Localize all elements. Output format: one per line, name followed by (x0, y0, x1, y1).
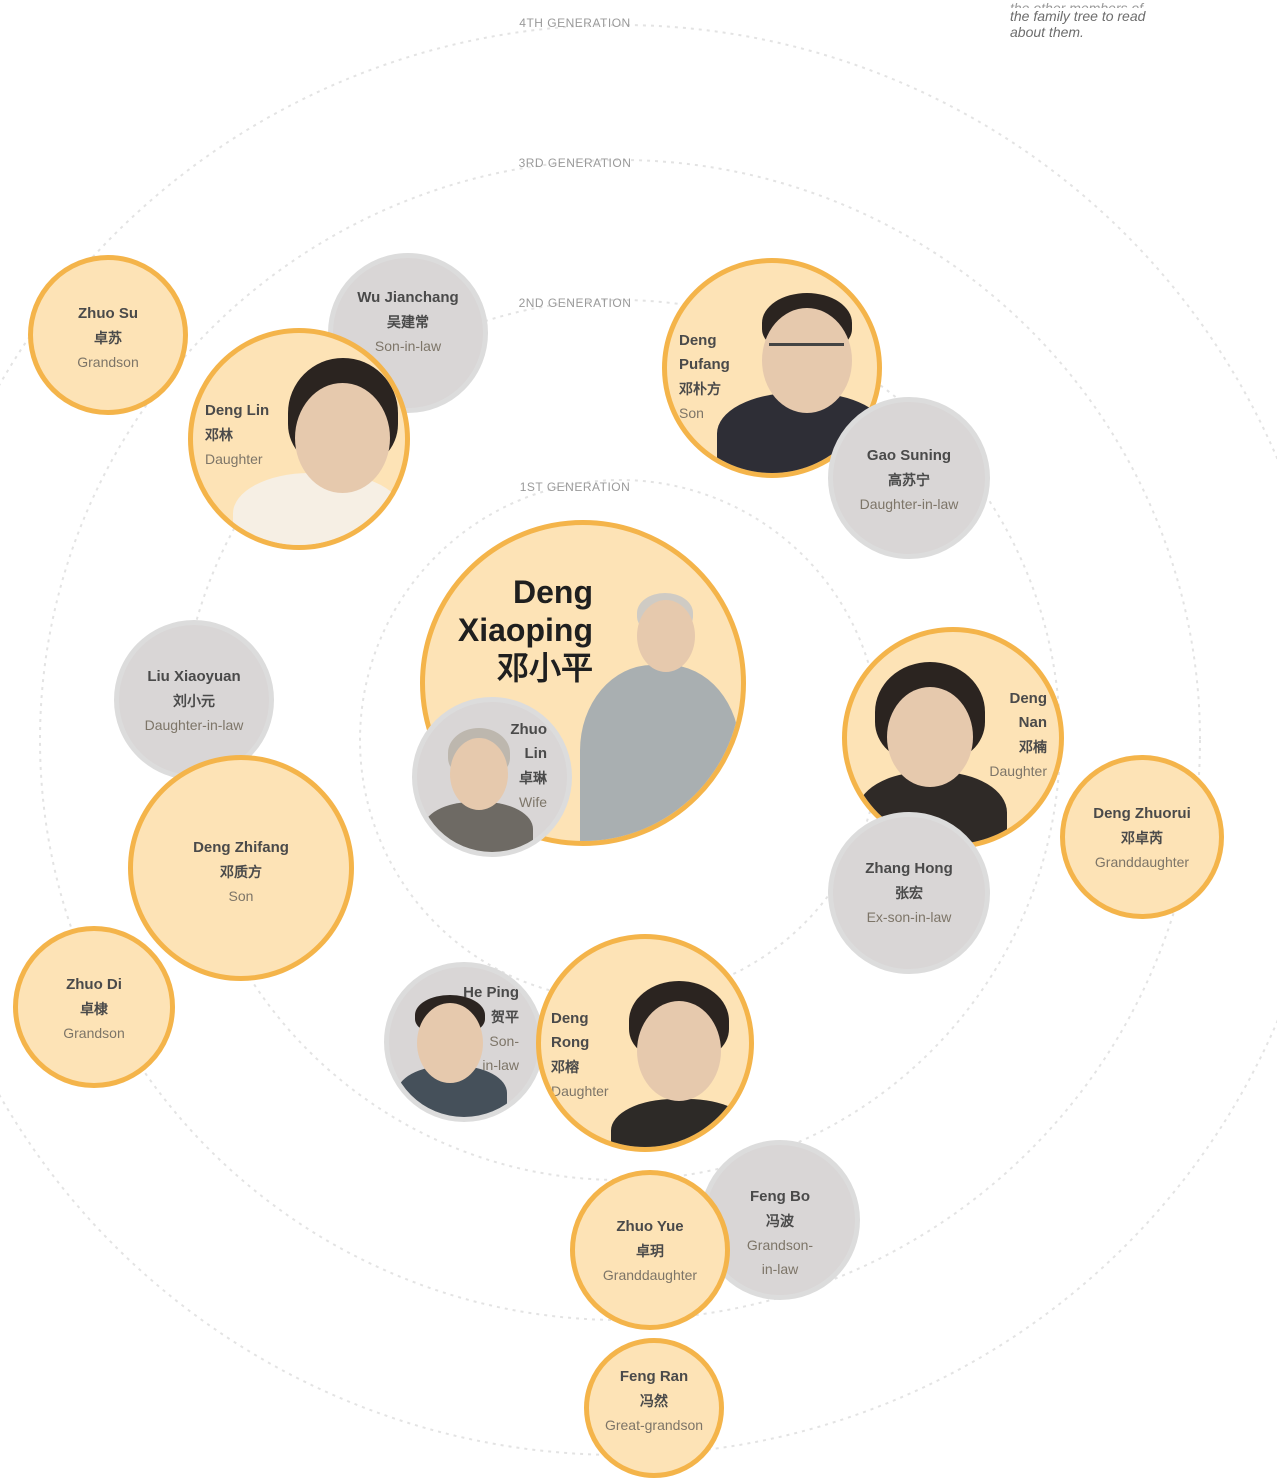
chinese-name: 邓小平 (496, 650, 593, 686)
node-zhuo-su[interactable]: Zhuo Su 卓苏 Grandson (28, 255, 188, 415)
chinese-name: 冯波 (766, 1213, 794, 1229)
relation: Grandson (77, 354, 139, 370)
relation: Grandson (63, 1025, 125, 1041)
name: Wu Jianchang (357, 289, 459, 306)
node-zhuo-yue[interactable]: Zhuo Yue 卓玥 Granddaughter (570, 1170, 730, 1330)
chinese-name: 张宏 (895, 885, 923, 901)
label-1st-generation: 1ST GENERATION (519, 480, 631, 494)
relation: Great-grandson (604, 1417, 704, 1433)
name: Zhang Hong (865, 860, 953, 877)
relation: Son (679, 405, 704, 421)
relation: Son (228, 888, 254, 904)
node-zhang-hong[interactable]: Zhang Hong 张宏 Ex-son-in-law (828, 812, 990, 974)
relation-line-1: Grandson- (746, 1237, 814, 1253)
relation-line-1: Son- (489, 1033, 519, 1049)
photo-deng-xiaoping (575, 585, 741, 841)
node-he-ping[interactable]: He Ping 贺平 Son- in-law (384, 962, 544, 1122)
name-line-2: Nan (1018, 714, 1047, 731)
relation: Granddaughter (1094, 854, 1190, 870)
name-line-2: Pufang (679, 356, 730, 373)
node-deng-xiaoping[interactable]: Deng Xiaoping 邓小平 (420, 520, 746, 846)
name: Deng Lin (205, 402, 270, 419)
relation: Ex-son-in-law (866, 909, 952, 925)
chinese-name: 冯然 (640, 1393, 668, 1409)
ring-3rd-generation (39, 159, 1201, 1321)
chinese-name: 卓棣 (80, 1001, 108, 1017)
name-line-1: Zhuo (510, 721, 547, 738)
chinese-name: 刘小元 (173, 693, 215, 709)
photo-deng-rong (611, 979, 749, 1147)
photo-deng-lin (233, 353, 405, 545)
relation: Daughter (989, 763, 1047, 779)
relation: Granddaughter (602, 1267, 698, 1283)
name: Zhuo Su (78, 305, 138, 322)
intro-line-3: about them. (1010, 24, 1084, 40)
chinese-name: 贺平 (491, 1009, 519, 1025)
relation: Wife (519, 794, 547, 810)
relation: Daughter-in-law (859, 496, 959, 512)
relation: Son-in-law (374, 338, 442, 354)
chinese-name: 卓琳 (519, 770, 547, 786)
chinese-name: 卓苏 (94, 330, 122, 346)
chinese-name: 邓卓芮 (1121, 830, 1163, 846)
intro-line-1: the other members of (1010, 0, 1144, 8)
name-line-1: Deng (513, 574, 593, 610)
name-line-2: Xiaoping (457, 612, 593, 648)
relation: Daughter-in-law (144, 717, 244, 733)
label-4th-generation: 4TH GENERATION (519, 16, 631, 30)
relation-line-2: in-law (761, 1261, 799, 1277)
chinese-name: 高苏宁 (888, 472, 930, 488)
name: Liu Xiaoyuan (147, 668, 241, 685)
name: Deng Zhuorui (1093, 805, 1191, 822)
name: Feng Ran (619, 1368, 689, 1385)
name: He Ping (463, 984, 519, 1001)
name: Gao Suning (866, 447, 952, 464)
name: Zhuo Di (66, 976, 122, 993)
node-deng-nan[interactable]: Deng Nan 邓楠 Daughter (842, 627, 1064, 849)
name: Deng Zhifang (193, 839, 289, 856)
intro-text: the other members of the family tree to … (1010, 0, 1260, 40)
chinese-name: 邓质方 (220, 864, 262, 880)
chinese-name: 邓榕 (551, 1059, 579, 1075)
name: Feng Bo (750, 1188, 810, 1205)
node-deng-rong[interactable]: Deng Rong 邓榕 Daughter (536, 934, 754, 1152)
ring-4th-generation (0, 24, 1277, 1456)
name: Zhuo Yue (616, 1218, 684, 1235)
photo-he-ping (397, 991, 507, 1117)
node-deng-zhifang[interactable]: Deng Zhifang 邓质方 Son (128, 755, 354, 981)
label-3rd-generation: 3RD GENERATION (518, 156, 632, 170)
node-zhuo-di[interactable]: Zhuo Di 卓棣 Grandson (13, 926, 175, 1088)
name-line-1: Deng (551, 1010, 589, 1027)
chinese-name: 邓朴方 (679, 381, 721, 397)
intro-line-2: the family tree to read (1010, 8, 1146, 24)
photo-deng-pufang (717, 288, 877, 473)
photo-zhuo-lin (423, 724, 533, 852)
relation: Daughter (551, 1083, 609, 1099)
chinese-name: 卓玥 (636, 1243, 664, 1259)
name-line-2: Rong (551, 1034, 590, 1051)
node-deng-zhuorui[interactable]: Deng Zhuorui 邓卓芮 Granddaughter (1060, 755, 1224, 919)
name-line-1: Deng (679, 332, 717, 349)
relation-line-2: in-law (482, 1057, 519, 1073)
relation: Daughter (205, 451, 263, 467)
chinese-name: 邓楠 (1019, 739, 1047, 755)
name-line-1: Deng (1009, 690, 1048, 707)
name-line-2: Lin (524, 745, 548, 762)
chinese-name: 吴建常 (387, 314, 429, 330)
label-2nd-generation: 2ND GENERATION (518, 296, 632, 310)
node-deng-lin[interactable]: Deng Lin 邓林 Daughter (188, 328, 410, 550)
node-zhuo-lin[interactable]: Zhuo Lin 卓琳 Wife (412, 697, 572, 857)
node-gao-suning[interactable]: Gao Suning 高苏宁 Daughter-in-law (828, 397, 990, 559)
chinese-name: 邓林 (205, 427, 233, 443)
node-feng-ran[interactable]: Feng Ran 冯然 Great-grandson (584, 1338, 724, 1478)
